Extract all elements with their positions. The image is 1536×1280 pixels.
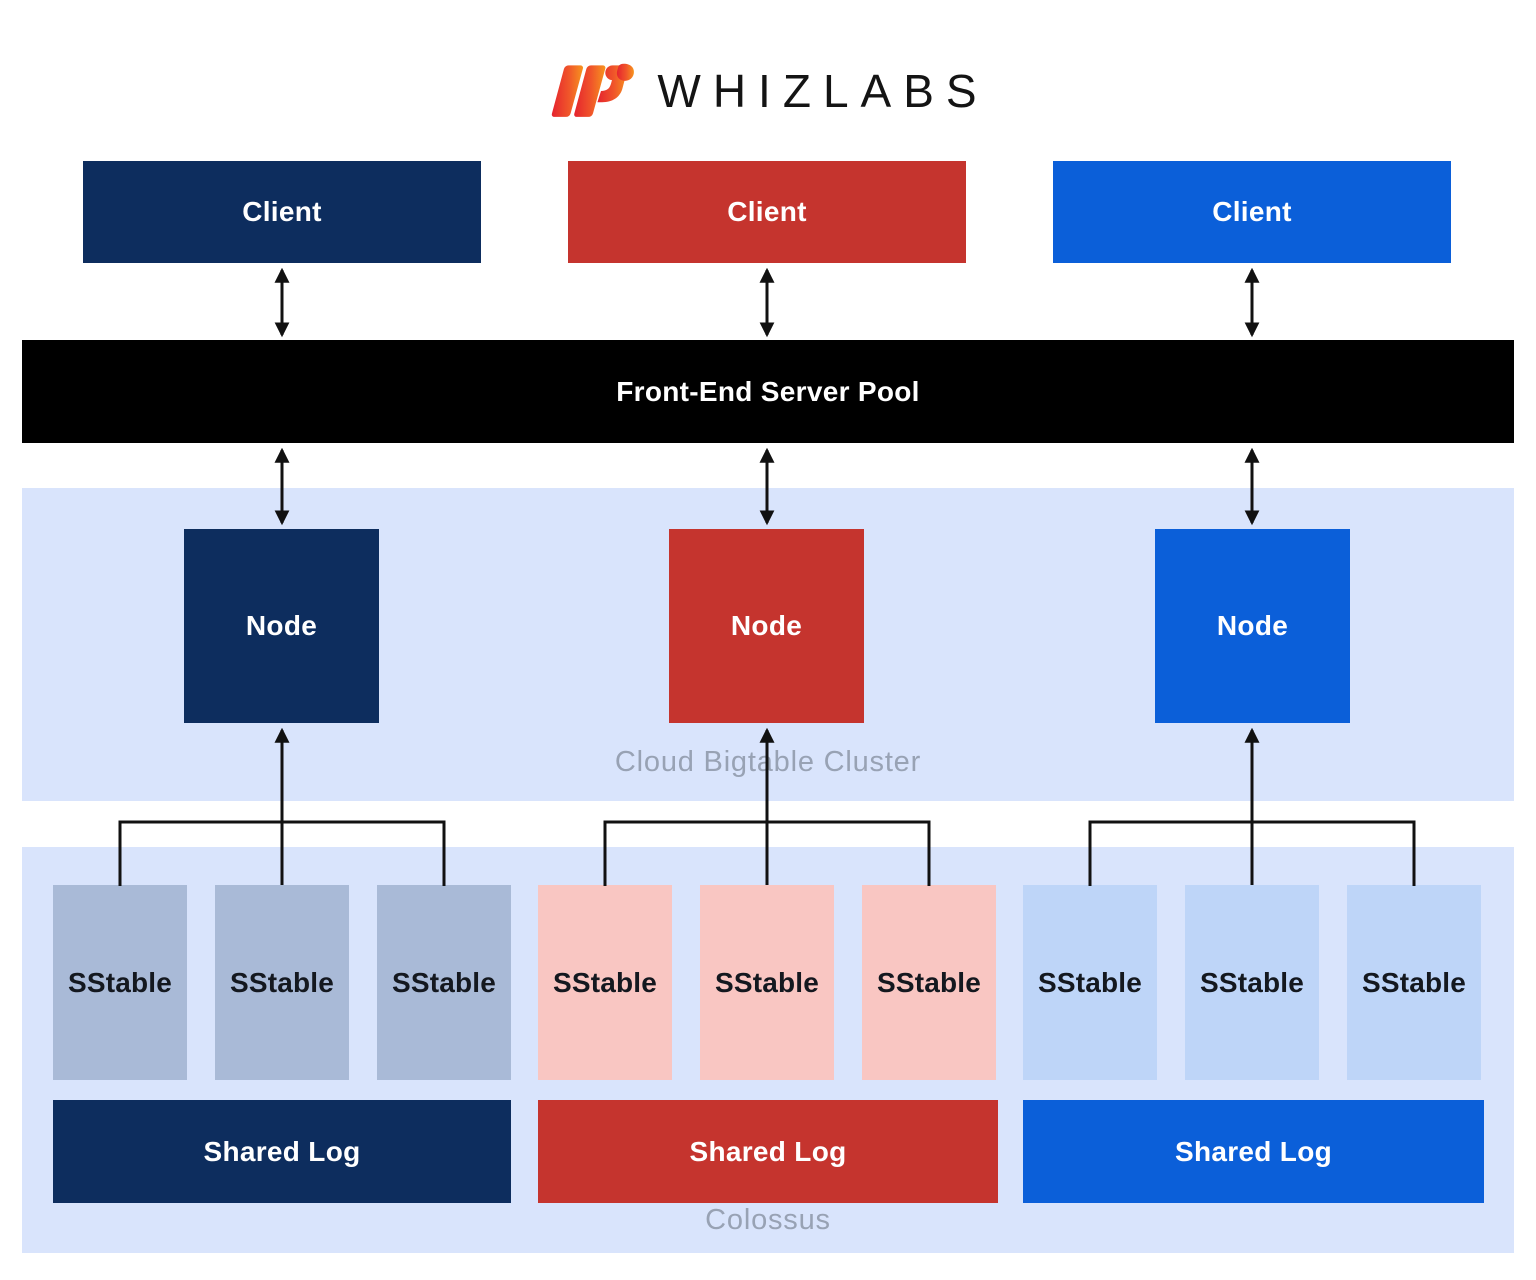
node-label-1: Node — [245, 610, 318, 641]
sstable-label-1-2: SStable — [229, 966, 335, 998]
shared-log-box-1: Shared Log — [53, 1100, 511, 1203]
sstable-label-2-1: SStable — [552, 966, 658, 998]
node-label-2: Node — [730, 610, 803, 641]
shared-log-box-3: Shared Log — [1023, 1100, 1484, 1203]
client-label-1: Client — [242, 196, 322, 227]
whizlabs-w-icon — [552, 63, 635, 117]
sstable-label-3-2: SStable — [1199, 966, 1305, 998]
sstable-box-1-2: SStable — [215, 885, 349, 1080]
sstable-box-3-1: SStable — [1023, 885, 1157, 1080]
sstable-label-1-3: SStable — [391, 966, 497, 998]
sstable-box-2-2: SStable — [700, 885, 834, 1080]
sstable-box-3-3: SStable — [1347, 885, 1481, 1080]
shared-log-label-3: Shared Log — [1174, 1135, 1332, 1167]
client-label-2: Client — [727, 196, 807, 227]
client-label-3: Client — [1212, 196, 1292, 227]
front-end-server-pool-label: Front-End Server Pool — [616, 375, 920, 407]
sstable-label-3-3: SStable — [1361, 966, 1467, 998]
shared-log-label-2: Shared Log — [689, 1135, 847, 1167]
bigtable-cluster-label: Cloud Bigtable Cluster — [614, 746, 922, 778]
shared-log-box-2: Shared Log — [538, 1100, 998, 1203]
front-end-server-pool-bar: Front-End Server Pool — [22, 340, 1514, 443]
client-box-3: Client — [1053, 161, 1451, 263]
client-box-2: Client — [568, 161, 966, 263]
sstable-label-2-3: SStable — [876, 966, 982, 998]
sstable-box-1-1: SStable — [53, 885, 187, 1080]
sstable-label-3-1: SStable — [1037, 966, 1143, 998]
shared-log-label-1: Shared Log — [203, 1135, 361, 1167]
node-label-3: Node — [1216, 610, 1289, 641]
node-box-3: Node — [1155, 529, 1350, 723]
sstable-box-2-1: SStable — [538, 885, 672, 1080]
colossus-label: Colossus — [705, 1204, 831, 1236]
node-box-2: Node — [669, 529, 864, 723]
sstable-label-1-1: SStable — [67, 966, 173, 998]
sstable-box-2-3: SStable — [862, 885, 996, 1080]
client-box-1: Client — [83, 161, 481, 263]
sstable-label-2-2: SStable — [714, 966, 820, 998]
sstable-box-3-2: SStable — [1185, 885, 1319, 1080]
node-box-1: Node — [184, 529, 379, 723]
logo: WHIZLABS — [0, 56, 1536, 126]
sstable-box-1-3: SStable — [377, 885, 511, 1080]
logo-text: WHIZLABS — [657, 65, 989, 117]
